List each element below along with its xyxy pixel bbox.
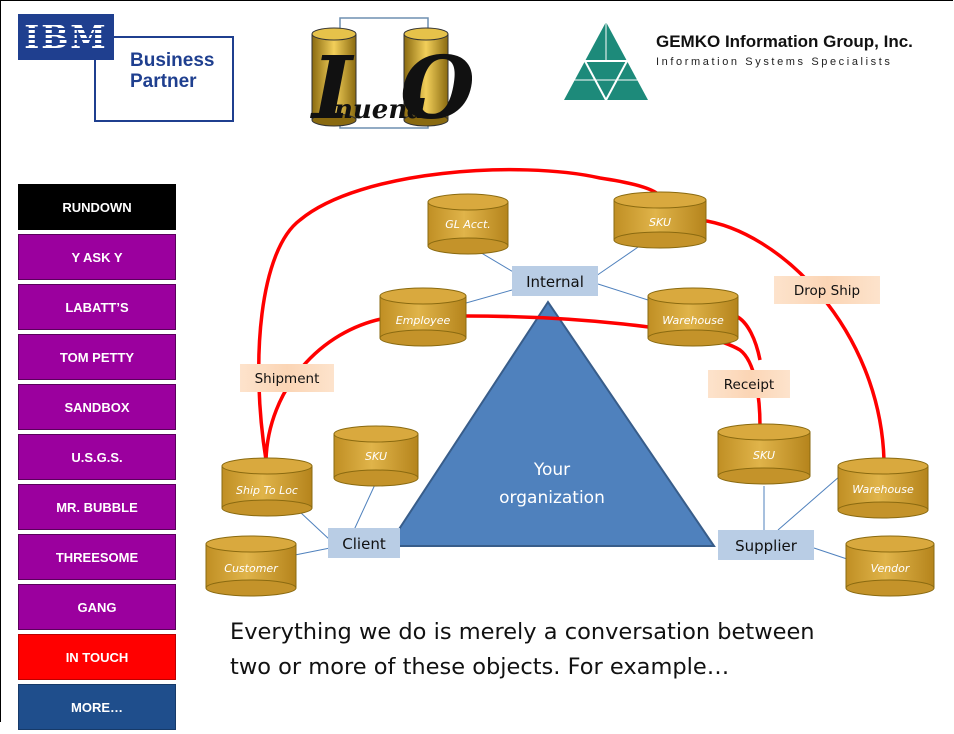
object-employee: Employee xyxy=(396,314,451,327)
flow-receipt-box xyxy=(708,370,790,398)
innuendo-graphic: I nuend O xyxy=(309,17,475,139)
cylinder-sku-top-icon xyxy=(613,191,707,249)
organization-triangle xyxy=(386,300,716,547)
innuendo-middle: nuend xyxy=(334,95,425,125)
cylinder-vendor-icon xyxy=(845,535,935,597)
cylinder-gl-acct-icon xyxy=(427,193,509,255)
ibm-badge xyxy=(94,36,234,122)
cylinder-sku-supplier-icon xyxy=(717,423,811,485)
hub-client-box xyxy=(328,528,400,558)
object-ship-to-loc: Ship To Loc xyxy=(236,484,298,497)
sidebar-nav: RUNDOWN Y ASK Y LABATT’S TOM PETTY SANDB… xyxy=(18,184,176,734)
object-customer: Customer xyxy=(224,562,279,575)
slide-caption: Everything we do is merely a conversatio… xyxy=(230,615,930,685)
gemko-triangle-icon xyxy=(564,22,648,103)
flow-shipment: Shipment xyxy=(255,371,320,387)
object-sku-top: SKU xyxy=(649,216,671,229)
innuendo-letter-o: O xyxy=(400,38,472,134)
gemko-title: GEMKO Information Group, Inc. xyxy=(656,32,913,51)
business-partner-text: Business Partner xyxy=(130,50,214,92)
left-cylinder-icon xyxy=(311,27,357,127)
hub-internal: Internal xyxy=(526,273,584,291)
object-warehouse-supplier: Warehouse xyxy=(852,483,914,496)
flow-drop-ship-box xyxy=(774,276,880,304)
business-partner-line1: Business xyxy=(130,50,215,71)
cylinder-ship-to-loc-icon xyxy=(221,457,313,517)
hub-supplier: Supplier xyxy=(735,537,798,555)
flow-shipment-box xyxy=(240,364,334,392)
nav-in-touch[interactable]: IN TOUCH xyxy=(18,634,176,680)
organization-label-line1: Your xyxy=(533,460,570,480)
innuendo-letter-i: I xyxy=(309,38,355,134)
nav-sandbox[interactable]: SANDBOX xyxy=(18,384,176,430)
cylinder-sku-client-icon xyxy=(333,425,419,487)
organization-label-line2: organization xyxy=(499,488,605,508)
caption-line1: Everything we do is merely a conversatio… xyxy=(230,619,815,645)
nav-gang[interactable]: GANG xyxy=(18,584,176,630)
cylinder-employee-icon xyxy=(379,287,467,347)
object-sku-client: SKU xyxy=(365,450,387,463)
innuendo-logo: I nuend O xyxy=(300,14,475,139)
cylinder-customer-icon xyxy=(205,535,297,597)
nav-y-ask-y[interactable]: Y ASK Y xyxy=(18,234,176,280)
nav-rundown[interactable]: RUNDOWN xyxy=(18,184,176,230)
caption-line2: two or more of these objects. For exampl… xyxy=(230,654,730,680)
cylinder-warehouse-top-icon xyxy=(647,287,739,347)
nav-usgs[interactable]: U.S.G.S. xyxy=(18,434,176,480)
object-gl-acct: GL Acct. xyxy=(445,218,491,231)
hub-supplier-box xyxy=(718,530,814,560)
nav-tom-petty[interactable]: TOM PETTY xyxy=(18,334,176,380)
nav-threesome[interactable]: THREESOME xyxy=(18,534,176,580)
gemko-logo: GEMKO Information Group, Inc. Informatio… xyxy=(556,14,954,124)
flow-drop-ship: Drop Ship xyxy=(794,283,860,299)
nav-mr-bubble[interactable]: MR. BUBBLE xyxy=(18,484,176,530)
cylinder-warehouse-supplier-icon xyxy=(837,457,929,519)
object-sku-supplier: SKU xyxy=(753,449,775,462)
flow-receipt: Receipt xyxy=(724,377,774,393)
object-vendor: Vendor xyxy=(871,562,911,575)
object-warehouse-top: Warehouse xyxy=(662,314,724,327)
gemko-subtitle: Information Systems Specialists xyxy=(656,56,893,68)
ibm-logo-block: IBM xyxy=(18,14,114,60)
right-cylinder-icon xyxy=(403,27,449,127)
hub-client: Client xyxy=(342,535,386,553)
hub-internal-box xyxy=(512,266,598,296)
nav-labatts[interactable]: LABATT’S xyxy=(18,284,176,330)
ibm-business-partner-logo: IBM Business Partner xyxy=(18,14,234,122)
nav-more[interactable]: MORE… xyxy=(18,684,176,730)
object-diagram: Your organization GL Acct. SKU Employee … xyxy=(205,167,935,597)
ibm-mark: IBM xyxy=(18,18,114,56)
business-partner-line2: Partner xyxy=(130,71,197,92)
